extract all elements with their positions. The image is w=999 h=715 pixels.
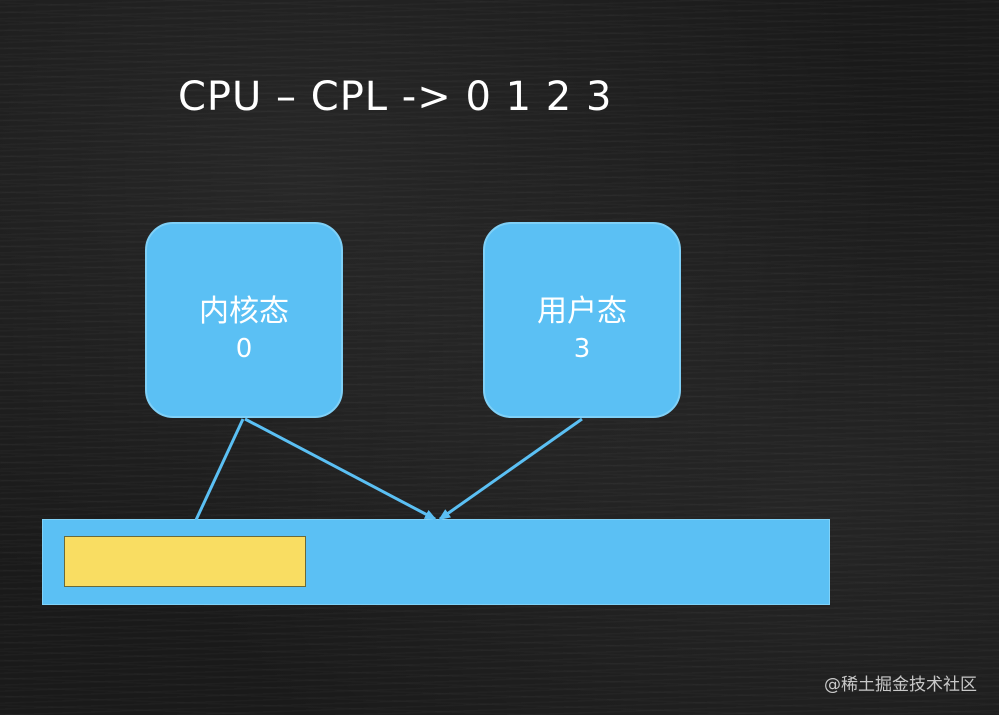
- memory-bar-highlighted-segment: [64, 536, 306, 587]
- diagram-title: CPU – CPL -> 0 1 2 3: [178, 74, 613, 120]
- kernel-mode-level: 0: [235, 334, 253, 364]
- watermark-text: @稀土掘金技术社区: [824, 675, 977, 695]
- user-to-bar-center-arrow: [438, 417, 583, 521]
- user-mode-label: 用户态: [537, 294, 627, 329]
- kernel-mode-label: 内核态: [199, 294, 289, 329]
- kernel-mode-box: 内核态 0: [145, 222, 343, 418]
- user-mode-level: 3: [573, 334, 591, 364]
- user-mode-box: 用户态 3: [483, 222, 681, 418]
- kernel-to-bar-left-line: [194, 418, 245, 521]
- kernel-to-bar-center-arrow: [244, 417, 437, 521]
